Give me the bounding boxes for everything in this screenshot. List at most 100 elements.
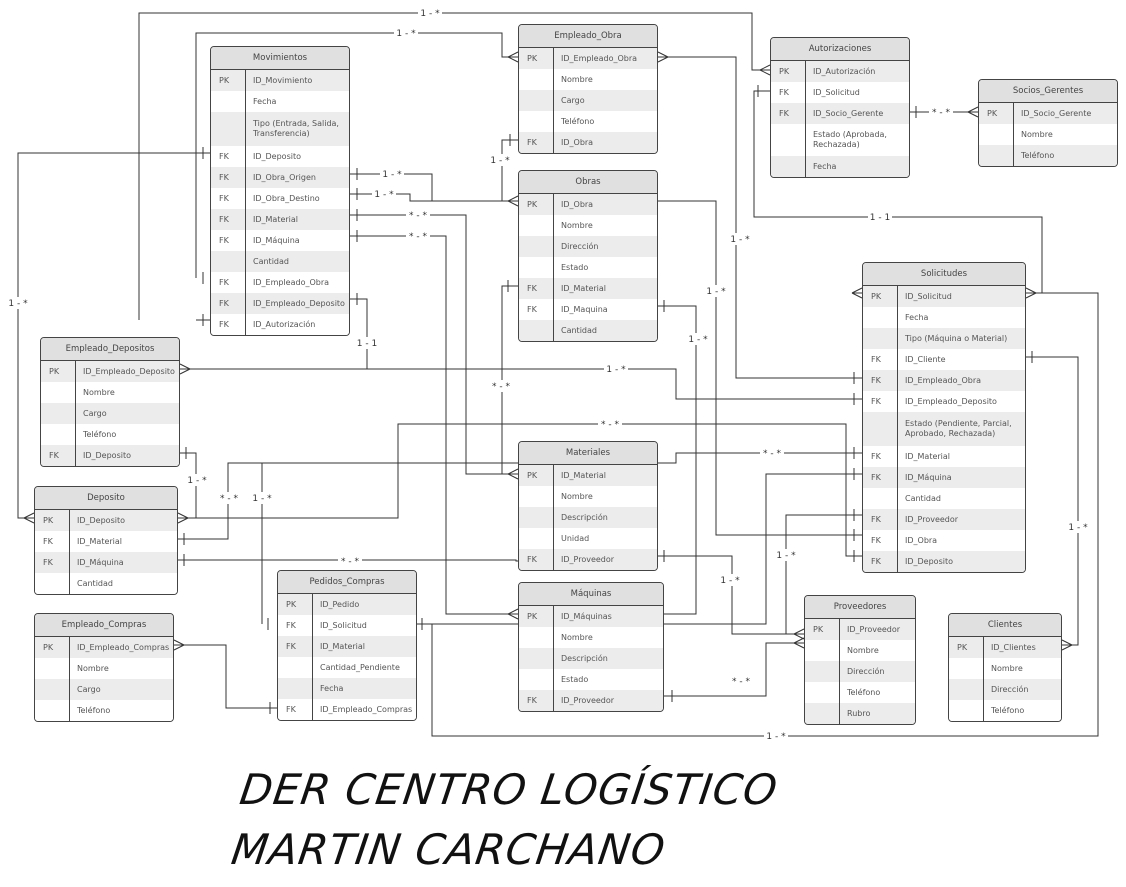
key-type: PK — [871, 292, 882, 301]
field-name: ID_Socio_Gerente — [1013, 103, 1117, 124]
table-row: Cargo — [35, 679, 173, 700]
table-row: Nombre — [35, 658, 173, 679]
field-name: ID_Material — [897, 446, 1025, 467]
field-name: Nombre — [839, 640, 915, 661]
field-name: Cargo — [75, 403, 179, 424]
cardinality-label: * - * — [217, 492, 241, 504]
field-name: ID_Cliente — [897, 349, 1025, 370]
cardinality-labels: 1 - *1 - *1 - *1 - *1 - ** - ** - *1 - 1… — [6, 7, 1090, 742]
field-name: ID_Material — [245, 209, 349, 230]
key-type: FK — [779, 109, 789, 118]
field-name: Cantidad — [245, 251, 349, 272]
field-name: Descripción — [553, 648, 663, 669]
crow-foot-marker — [179, 363, 191, 375]
field-name: ID_Socio_Gerente — [805, 103, 909, 124]
table-row: Teléfono — [35, 700, 173, 721]
field-name: Rubro — [839, 703, 915, 724]
field-name: Teléfono — [69, 700, 173, 721]
field-name: ID_Empleado_Obra — [245, 272, 349, 293]
cardinality-label: 1 - 1 — [355, 337, 379, 349]
field-name: ID_Proveedor — [553, 549, 657, 570]
table-row: Cantidad — [863, 488, 1025, 509]
field-name: ID_Empleado_Deposito — [245, 293, 349, 314]
crow-foot-marker — [507, 608, 519, 620]
field-name: ID_Clientes — [983, 637, 1061, 658]
crow-foot-marker — [507, 468, 519, 480]
table-row: Teléfono — [979, 145, 1117, 166]
field-name: ID_Máquina — [245, 230, 349, 251]
field-name: ID_Empleado_Obra — [553, 48, 657, 69]
svg-text:1 - *: 1 - * — [720, 576, 740, 586]
field-name: ID_Máquinas — [553, 606, 663, 627]
key-type: FK — [871, 452, 881, 461]
cardinality-label: 1 - * — [250, 492, 274, 504]
field-name: ID_Deposito — [69, 510, 177, 531]
table-row: Nombre — [949, 658, 1061, 679]
table-row: Dirección — [949, 679, 1061, 700]
field-name: Dirección — [553, 236, 657, 257]
table-row: FK ID_Máquina — [863, 467, 1025, 488]
svg-text:1 - *: 1 - * — [688, 335, 708, 345]
field-name: Cargo — [553, 90, 657, 111]
field-name: ID_Proveedor — [553, 690, 663, 711]
table-row: Estado — [519, 257, 657, 278]
table-row: Nombre — [519, 69, 657, 90]
cardinality-label: * - * — [406, 209, 430, 221]
field-name: Nombre — [553, 69, 657, 90]
relationship-line — [138, 12, 770, 320]
table-row: Tipo (Entrada, Salida, Transferencia) — [211, 112, 349, 146]
svg-text:1 - *: 1 - * — [252, 494, 272, 504]
field-name: Estado (Pendiente, Parcial, Aprobado, Re… — [897, 412, 1025, 446]
cardinality-label: 1 - * — [774, 549, 798, 561]
cardinality-label: 1 - * — [394, 27, 418, 39]
svg-text:1 - *: 1 - * — [420, 9, 440, 19]
field-name: ID_Obra_Origen — [245, 167, 349, 188]
field-name: ID_Máquina — [897, 467, 1025, 488]
cardinality-label: * - * — [760, 447, 784, 459]
field-name: Nombre — [553, 215, 657, 236]
field-name: Teléfono — [1013, 145, 1117, 166]
table-row: Estado (Pendiente, Parcial, Aprobado, Re… — [863, 412, 1025, 446]
key-type: PK — [49, 367, 60, 376]
field-name: ID_Obra — [553, 194, 657, 215]
field-name: Descripción — [553, 507, 657, 528]
field-name: Nombre — [983, 658, 1061, 679]
table-title: Deposito — [35, 487, 177, 510]
key-type: FK — [871, 473, 881, 482]
field-name: ID_Autorización — [805, 61, 909, 82]
cardinality-label: * - * — [338, 555, 362, 567]
crow-foot-marker — [507, 195, 519, 207]
svg-text:* - *: * - * — [220, 494, 238, 504]
relationship-line — [350, 235, 518, 615]
table-row: Descripción — [519, 648, 663, 669]
cardinality-label: 1 - * — [1066, 521, 1090, 533]
svg-text:* - *: * - * — [763, 449, 781, 459]
key-type: PK — [43, 643, 54, 652]
key-type: PK — [527, 54, 538, 63]
